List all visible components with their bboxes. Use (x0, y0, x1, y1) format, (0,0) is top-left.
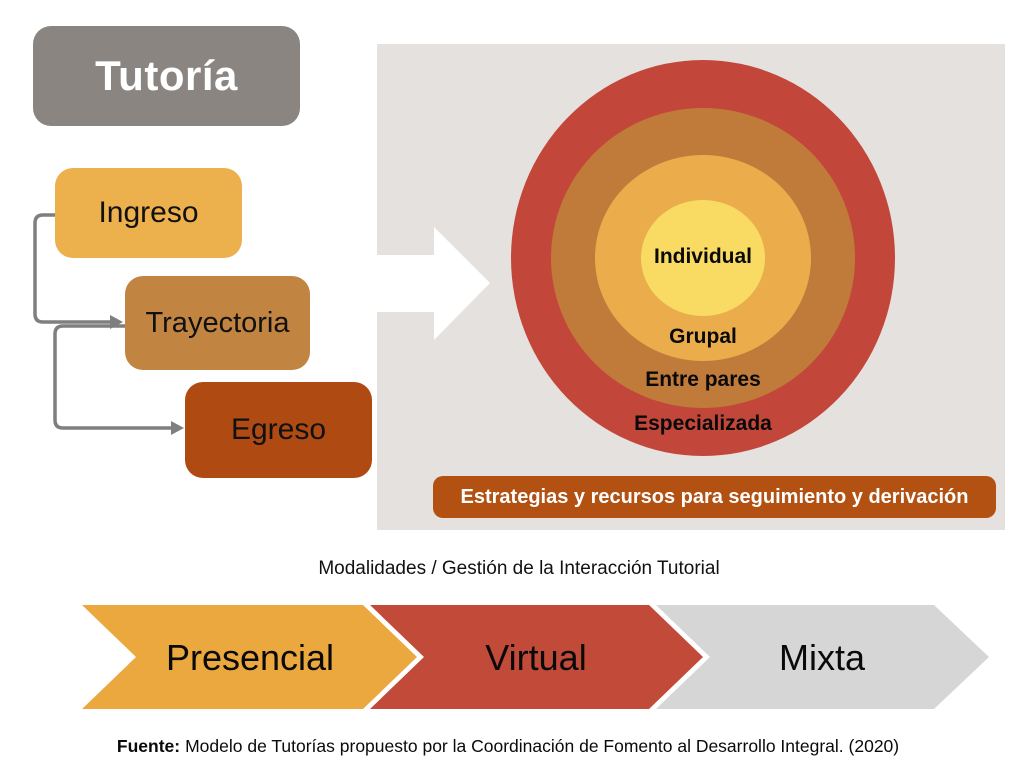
stage-label-trayectoria: Trayectoria (145, 306, 290, 339)
chevron-label-mixta: Mixta (778, 637, 865, 678)
flow-arrow-icon (377, 227, 490, 340)
title-label: Tutoría (95, 52, 238, 99)
title-box: Tutoría (33, 26, 300, 126)
source-label: Fuente: (116, 736, 181, 756)
stage-label-ingreso: Ingreso (98, 196, 199, 229)
stage-connectors (33, 213, 184, 435)
arrow-head-icon (171, 421, 184, 435)
ring-label-entre-pares: Entre pares (645, 368, 761, 391)
stage-box-ingreso: Ingreso (55, 168, 242, 258)
strategies-banner-label: Estrategias y recursos para seguimiento … (460, 485, 969, 508)
modalities-caption: Modalidades / Gestión de la Interacción … (318, 558, 720, 579)
connector-ingreso-trayectoria (33, 213, 110, 324)
strategies-banner: Estrategias y recursos para seguimiento … (433, 476, 996, 518)
stage-box-trayectoria: Trayectoria (125, 276, 310, 370)
source-note: Fuente:Modelo de Tutorías propuesto por … (0, 736, 1016, 757)
interaction-panel: Individual Grupal Entre pares Especializ… (377, 44, 1005, 530)
ring-label-grupal: Grupal (669, 325, 737, 348)
ring-individual (641, 200, 765, 316)
source-text: Modelo de Tutorías propuesto por la Coor… (185, 736, 900, 756)
stage-box-egreso: Egreso (185, 382, 372, 478)
stage-label-egreso: Egreso (230, 413, 327, 446)
connector-trayectoria-egreso (53, 324, 171, 430)
ring-label-individual: Individual (653, 245, 752, 268)
chevron-label-presencial: Presencial (165, 637, 335, 678)
chevron-label-virtual: Virtual (485, 637, 587, 678)
ring-label-especializada: Especializada (634, 412, 772, 435)
